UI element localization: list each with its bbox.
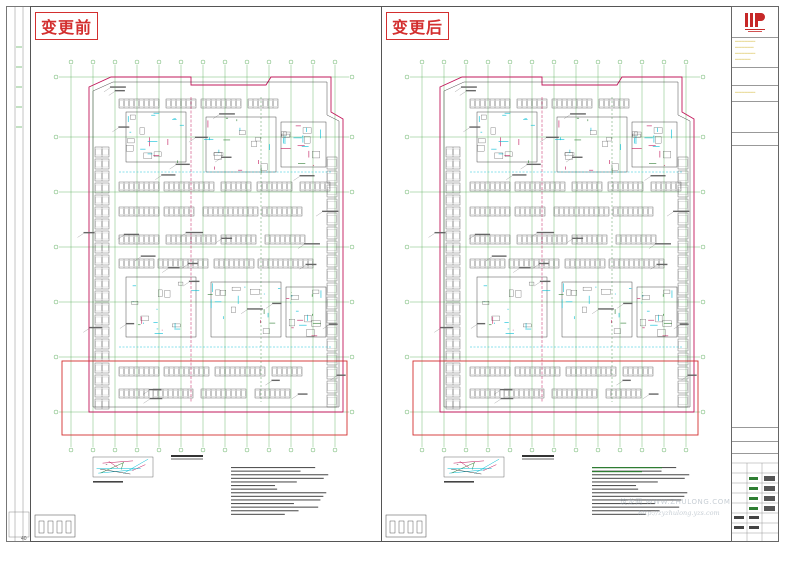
watermark-line-1: 筑龙网 WWW.ZHULONG.COM — [620, 498, 731, 506]
company-logo-icon — [745, 13, 765, 32]
title-block: ━━━━━━━━━━━━━ ━━━━━━━━━━━━ ━━━━━━━━━━━━━… — [731, 6, 779, 542]
watermark: 筑龙网 WWW.ZHULONG.COM http://zyzhulong.yzs… — [620, 497, 740, 523]
binding-strip-graphic — [8, 7, 30, 541]
panel-before: 变更前 — [30, 6, 382, 542]
watermark-line-2: http://zyzhulong.yzs.com — [638, 509, 720, 517]
title-block-table — [732, 462, 778, 541]
panel-after: 变更后 — [381, 6, 733, 542]
sheet-corner-mark: 40 — [21, 536, 27, 542]
binding-margin-strip — [6, 6, 32, 542]
floor-plan-before — [34, 59, 355, 538]
panel-title-before: 变更前 — [35, 12, 99, 40]
floor-plan-after — [385, 59, 706, 538]
panel-title-after: 变更后 — [386, 12, 450, 40]
